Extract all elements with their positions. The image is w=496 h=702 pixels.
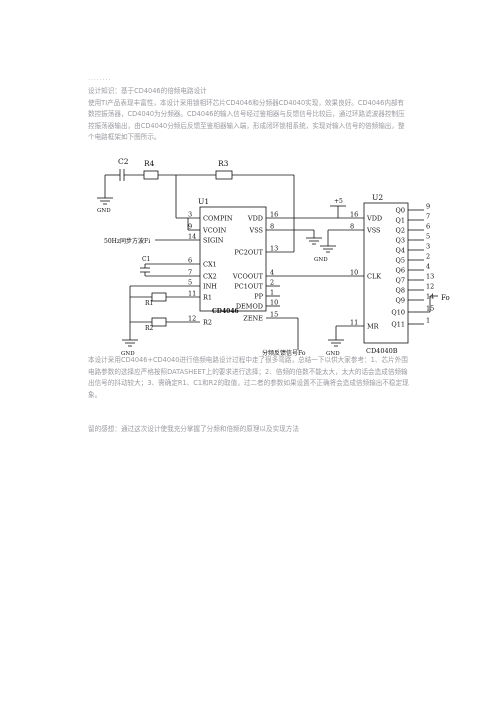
u2-pin-name: Q7 xyxy=(396,277,405,285)
u1-pin-name: VSS xyxy=(249,227,264,235)
u1-pin-name: VCOOUT xyxy=(232,273,264,281)
u1-pin-name: COMPIN xyxy=(203,215,233,223)
u2-pin-name: Q0 xyxy=(396,207,405,215)
u1-pin-number: 10 xyxy=(270,299,278,307)
u1-pin-name: VCOIN xyxy=(202,227,227,235)
intro-title: 设计知识：基于CD4046的倍频电路设计 xyxy=(88,87,207,95)
header-dots: ........ xyxy=(88,75,112,82)
c2-label: C2 xyxy=(118,157,129,166)
gnd-label-left: GND xyxy=(121,351,135,357)
u1-pin-number: 8 xyxy=(270,223,274,231)
u1-pin-name: ZENE xyxy=(243,315,263,323)
u1-pin-name: VDD xyxy=(247,215,263,223)
vcc-label: +5 xyxy=(334,198,343,205)
u2-pin-number: 11 xyxy=(350,319,358,327)
gnd-label-right: GND xyxy=(326,351,340,357)
u2-pin-number: 2 xyxy=(426,253,430,261)
c1-label: C1 xyxy=(142,256,150,263)
feedback-signal-label: 分频反馈信号Fo xyxy=(262,349,306,357)
u2-pin-name: Q10 xyxy=(391,309,405,317)
intro-body: 使用TI产品表现丰富性，本设计采用锁相环芯片CD4046和分频器CD4040实现… xyxy=(88,98,405,142)
u2-pin-name: Q2 xyxy=(396,227,405,235)
u2-pin-name: Q5 xyxy=(396,257,405,265)
u2-pin-number: 16 xyxy=(350,211,358,219)
closing-paragraph: 留的感想：通过这次设计使我充分掌握了分频和倍频的原理以及实现方法 xyxy=(88,425,299,433)
u1-pin-name: SIGIN xyxy=(203,237,224,245)
u1-pin-number: 11 xyxy=(188,290,196,298)
u2-pin-name: Q4 xyxy=(396,247,405,255)
r1-label: R1 xyxy=(145,300,153,307)
u1-pin-number: 14 xyxy=(188,233,196,241)
u2-pin-number: 3 xyxy=(426,243,430,251)
r3-label: R3 xyxy=(218,159,229,168)
u2-pin-name: Q9 xyxy=(396,297,405,305)
u1-pin-number: 13 xyxy=(270,245,278,253)
u1-pin-number: 5 xyxy=(188,279,192,287)
u1-pin-name: PC2OUT xyxy=(234,249,263,257)
fout-label: Fo xyxy=(441,294,450,302)
u1-pin-number: 1 xyxy=(270,289,274,297)
r2-label: R2 xyxy=(145,325,154,332)
gnd-label-mid: GND xyxy=(314,257,328,263)
u1-pin-name: R2 xyxy=(203,319,212,327)
u2-pin-number: 13 xyxy=(426,273,434,281)
input-signal-label: 50Hz同步方波Fi xyxy=(104,237,150,245)
u2-pin-number: 14 xyxy=(426,293,434,301)
u1-pin-name: R1 xyxy=(203,294,212,302)
intro-paragraph: 设计知识：基于CD4046的倍频电路设计 使用TI产品表现丰富性，本设计采用锁相… xyxy=(88,86,410,144)
u1-pin-number: 15 xyxy=(270,311,278,319)
u2-pin-number: 6 xyxy=(426,223,430,231)
u1-pin-number: 6 xyxy=(188,257,192,265)
u2-pin-name: VSS xyxy=(366,227,381,235)
u2-pin-number: 7 xyxy=(426,213,430,221)
u1-ref: U1 xyxy=(198,197,209,206)
u1-pin-number: 16 xyxy=(270,211,278,219)
u2-pin-number: 10 xyxy=(350,269,358,277)
u2-pin-name: Q3 xyxy=(396,237,405,245)
u2-pin-name: Q11 xyxy=(391,321,405,329)
u1-pin-name: CX1 xyxy=(203,261,217,269)
u1-pin-number: 4 xyxy=(270,269,274,277)
u1-pin-number: 9 xyxy=(188,223,192,231)
u2-pin-number: 5 xyxy=(426,233,430,241)
u2-pin-name: VDD xyxy=(366,215,382,223)
u1-pin-name: DEMOD xyxy=(236,303,263,311)
r4-label: R4 xyxy=(144,159,155,168)
u2-ref: U2 xyxy=(372,193,383,202)
gnd-label-top: GND xyxy=(97,208,111,214)
u2-pin-number: 15 xyxy=(426,305,434,313)
notes-paragraph: 本设计采用CD4046+CD4040进行倍频电路设计过程中走了很多弯路，总结一下… xyxy=(88,356,409,399)
u2-pin-number: 12 xyxy=(426,283,434,291)
u1-pin-number: 7 xyxy=(188,269,192,277)
u1-pin-name: CX2 xyxy=(203,273,217,281)
u2-pin-number: 4 xyxy=(426,263,430,271)
u1-pin-name: INH xyxy=(203,283,217,291)
u2-part-name: CD4040B xyxy=(366,347,398,355)
u1-part-name: CD4046 xyxy=(212,308,239,315)
u2-pin-name: CLK xyxy=(367,273,381,281)
u1-pin-name: PC1OUT xyxy=(234,283,263,291)
u1-pin-number: 3 xyxy=(188,211,192,219)
u2-pin-name: MR xyxy=(367,323,380,331)
u1-pin-name: PP xyxy=(254,293,263,301)
u1-pin-number: 2 xyxy=(270,279,274,287)
u2-chip-body xyxy=(363,202,409,344)
u2-pin-number: 9 xyxy=(426,203,430,211)
u2-pin-name: Q1 xyxy=(396,217,405,225)
u1-pin-number: 12 xyxy=(188,315,196,323)
u2-pin-number: 8 xyxy=(350,223,354,231)
u2-pin-name: Q6 xyxy=(396,267,405,275)
u2-pin-name: Q8 xyxy=(396,287,405,295)
u1-chip-body xyxy=(199,206,267,312)
u2-pin-number: 1 xyxy=(426,317,430,325)
